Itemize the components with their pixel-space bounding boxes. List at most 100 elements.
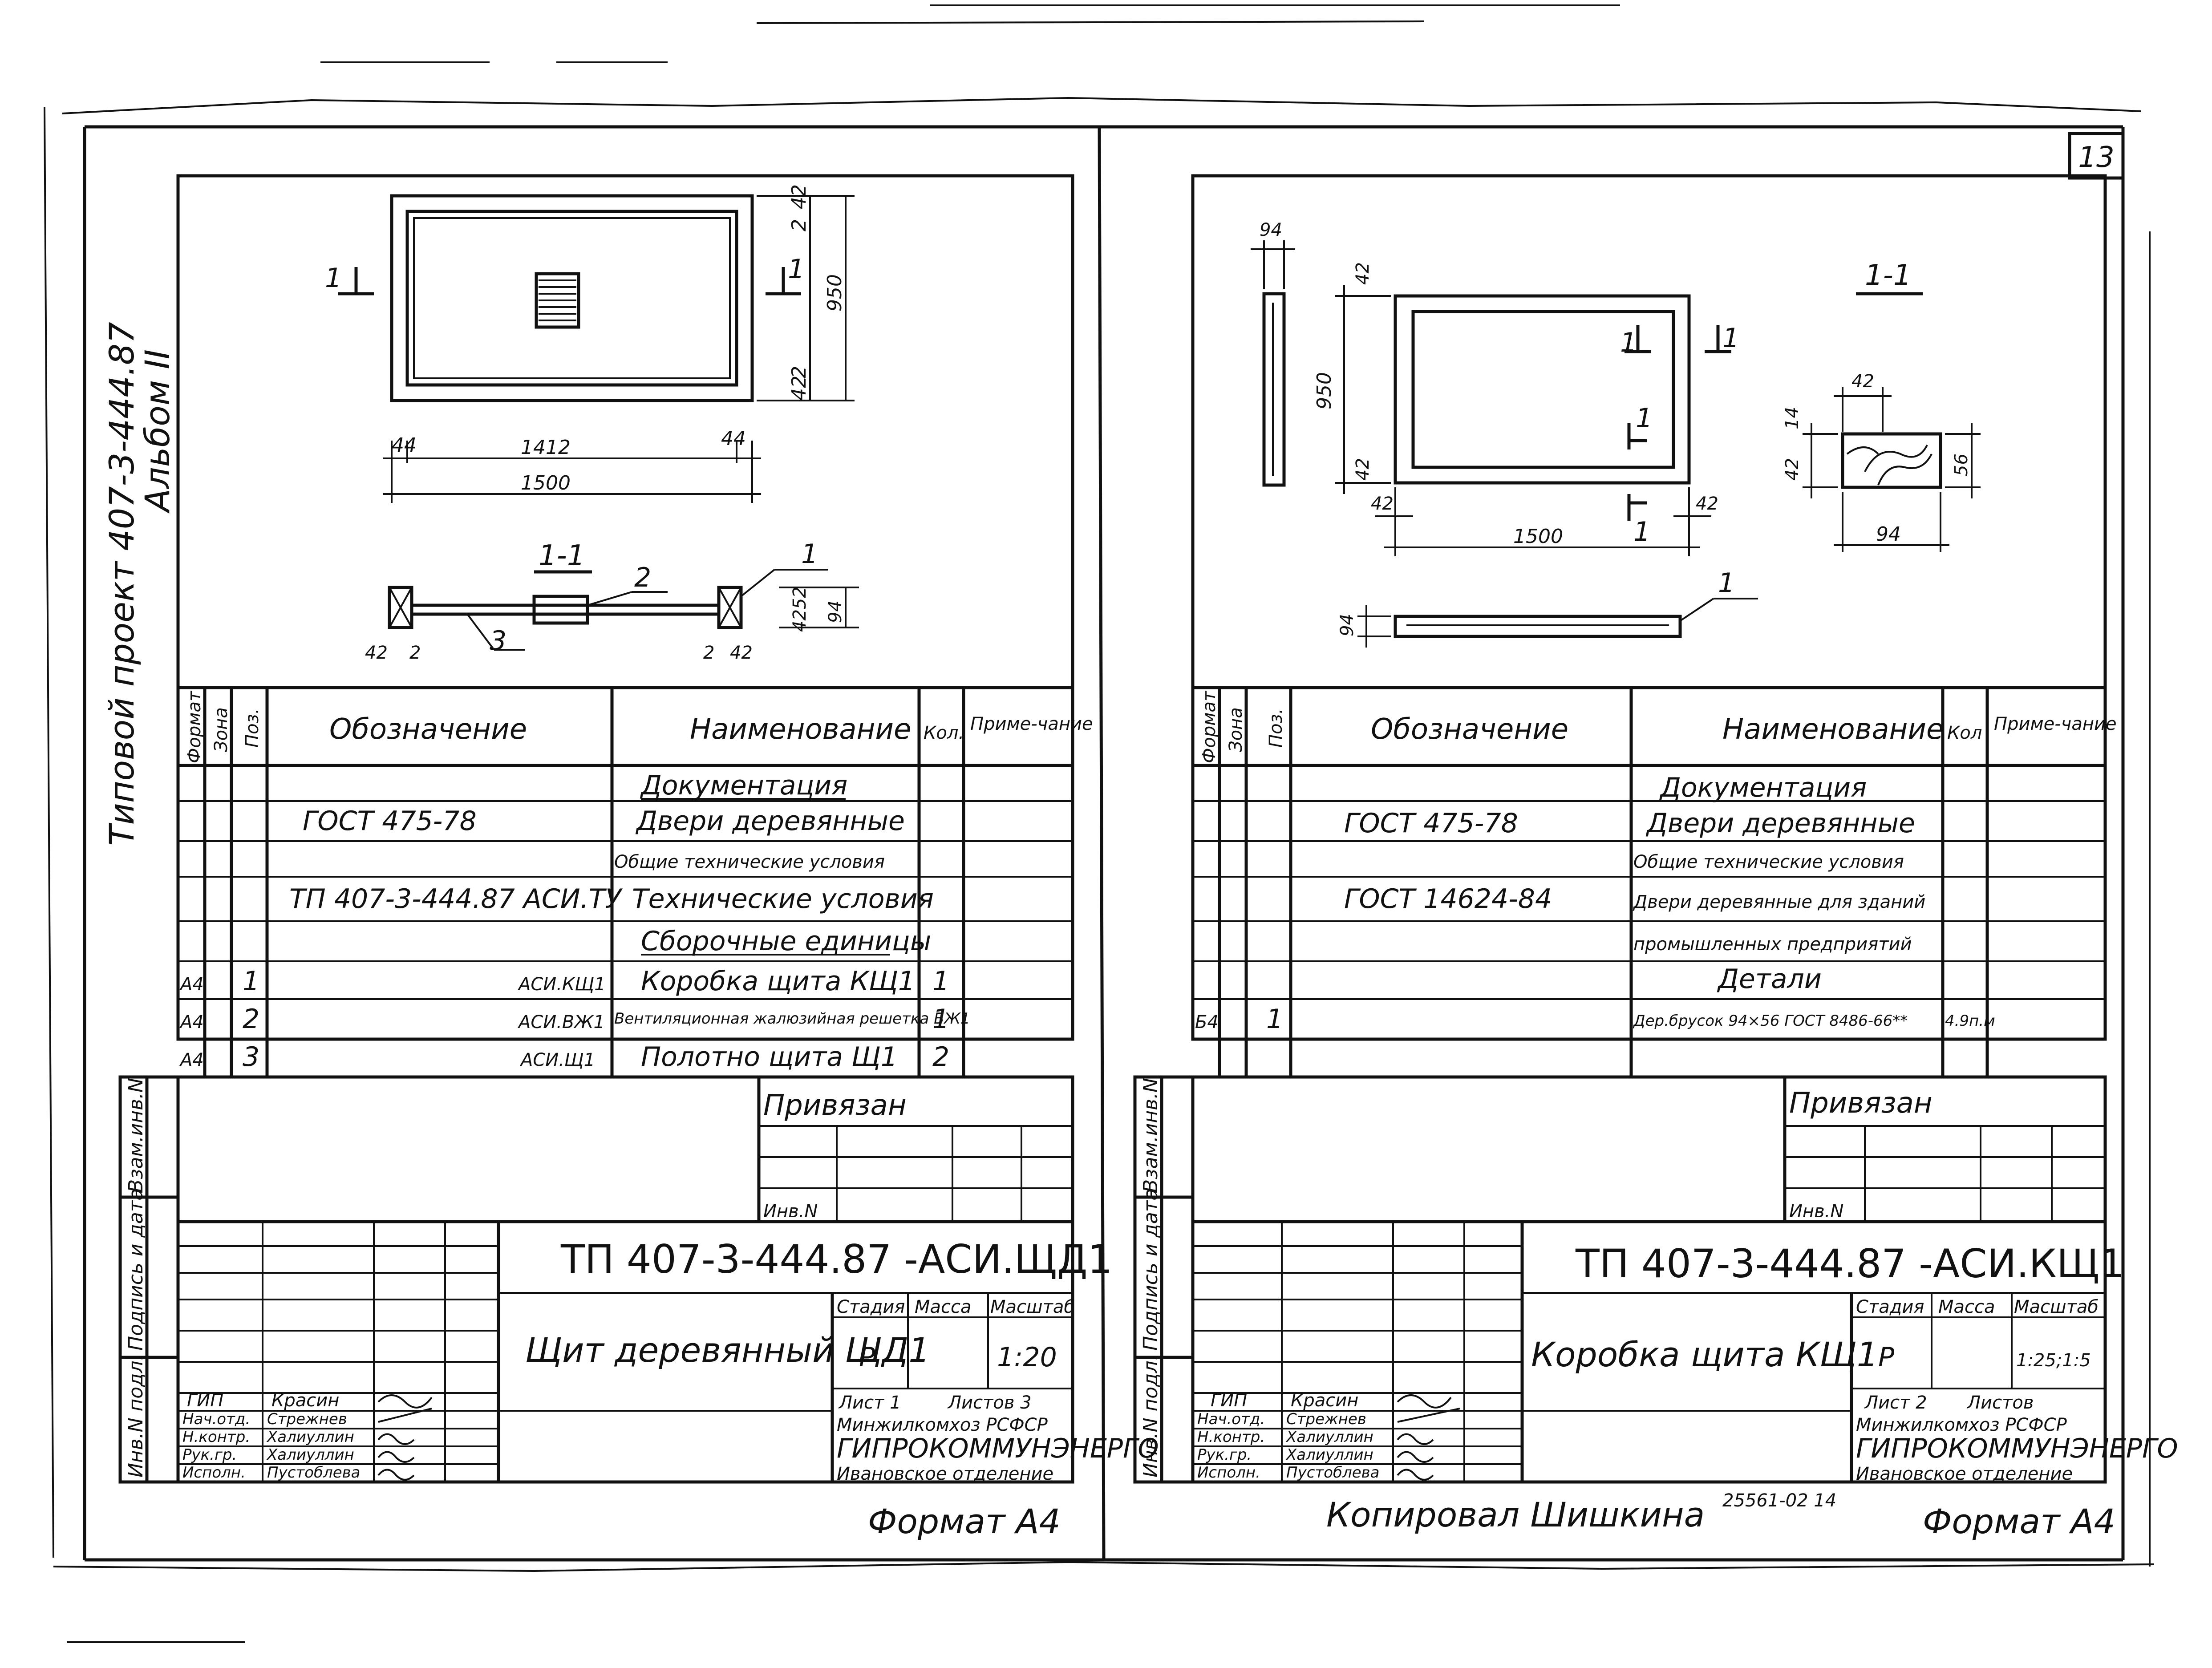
dim-42-left: 42 [1371,494,1394,514]
row-qty: 1 [932,966,949,997]
dim-950: 950 [823,274,846,312]
row-name: Дер.брусок 94×56 ГОСТ 8486-66** [1633,1012,1908,1030]
doc-code: ТП 407-3-444.87 -АСИ.ЩД1 [560,1236,1112,1282]
row-name: промышленных предприятий [1633,934,1912,955]
left-title-block: Привязан Инв.N ТП 407-3-444.87 -АСИ.ЩД1 … [176,1075,1159,1484]
hdr-format: Формат [184,690,205,763]
stamp-vzam-inv: Взам.инв.N [1139,1078,1162,1193]
row-name: Детали [1717,964,1822,995]
hdr-designation: Обозначение [329,713,527,746]
scale-label: Масштаб [990,1297,1075,1317]
sheet-no: Лист 2 [1864,1393,1927,1413]
row-designation: АСИ.ВЖ1 [517,1012,605,1032]
scale-label: Масштаб [2014,1297,2099,1317]
privyazan-label: Привязан [763,1089,907,1122]
row-name: Документация [1659,772,1867,803]
hdr-pos: Поз. [1266,708,1286,748]
row-designation: ГОСТ 14624-84 [1344,883,1552,915]
dim-sec-94: 94 [1876,523,1901,546]
org-ministry: Минжилкомхоз РСФСР [837,1415,1048,1435]
row-pos: 1 [243,966,259,997]
sign-name: Стрежнев [267,1410,347,1428]
sign-name: Халиуллин [266,1428,354,1446]
scan-border [44,4,2155,1643]
page-number: 13 [2078,141,2114,174]
row-designation: ГОСТ 475-78 [1344,808,1518,839]
side-project-label: Типовой проект 407-3-444.87 Альбом II [102,322,177,846]
order-number: 25561-02 14 [1722,1490,1836,1511]
dim-42-bottom: 42 [1353,458,1373,481]
sign-name: Стрежнев [1286,1410,1366,1428]
sign-name: Халиуллин [1285,1446,1373,1464]
hdr-format: Формат [1199,690,1219,763]
stamp-sign-date: Подпись и дата [125,1189,147,1351]
signature-scribble [1397,1408,1460,1423]
right-spec-table: Формат Зона Поз. Обозначение Наименовани… [1193,686,2117,1077]
copied-by: Копировал Шишкина [1326,1495,1705,1534]
row-pos: 2 [243,1004,259,1035]
doc-title: Щит деревянный ЩД1 [525,1330,930,1370]
dim-sec-42-right: 42 [730,643,753,663]
signature-scribble [377,1394,433,1409]
sheet-count: Листов [1966,1393,2034,1413]
sign-name: Пустоблева [1286,1464,1379,1482]
dim-42-bottom: 42 [788,376,810,401]
row-qty: 1 [932,1004,949,1035]
dim-sec-42-top: 42 [1851,371,1874,392]
dim-42-top: 42 [1353,262,1373,285]
row-name: Коробка щита КЩ1 [641,966,915,997]
inv-no-label: Инв.N [1789,1201,1843,1222]
signature-scribble [377,1433,415,1445]
row-name: Технические условия [632,883,934,915]
row-format: А4 [179,1012,204,1032]
row-name: Двери деревянные [635,806,905,837]
cut-mark-d: 1 [1633,516,1650,547]
left-spec-table: Формат Зона Поз. Обозначение Наименовани… [178,686,1093,1077]
row-qty: 2 [932,1041,949,1073]
row-name: Двери деревянные [1645,808,1915,839]
org-branch: Ивановское отделение [837,1464,1053,1484]
dim-sec-14: 14 [1782,407,1803,429]
signature-scribble [1397,1469,1434,1481]
dim-sec-42-left: 42 [1782,458,1803,481]
doc-code: ТП 407-3-444.87 -АСИ.КЩ1 [1575,1241,2124,1287]
sign-role: Рук.гр. [182,1446,237,1464]
doc-title: Коробка щита КЩ1 [1531,1335,1878,1374]
row-name: Вентиляционная жалюзийная решетка ВЖ1 [614,1010,970,1028]
sign-role: Рук.гр. [1197,1446,1252,1464]
stage-label: Стадия [1856,1297,1924,1317]
dim-sec-2-left: 2 [409,643,421,663]
row-name: Общие технические условия [614,852,885,872]
dim-sec-94: 94 [825,600,846,623]
row-name: Двери деревянные для зданий [1633,892,1925,912]
left-side-stamp: Инв.N подл. Подпись и дата Взам.инв.N [118,1075,180,1484]
inner-frame [83,125,2125,1562]
signature-scribble [1397,1394,1452,1409]
cut-mark-a: 1 [1620,327,1637,358]
sign-role: Н.контр. [182,1428,250,1446]
album-label: Альбом II [138,349,177,514]
format-footer: Формат А4 [1923,1502,2115,1541]
sign-name: Халиуллин [1285,1428,1373,1446]
right-front-view: 950 42 42 42 1500 42 1 1 1 1 [1313,262,1739,556]
dim-2-bottom: 2 [788,366,810,378]
stamp-inv-podl: Инв.N подл. [125,1354,147,1478]
sign-role: ГИП [187,1390,223,1411]
row-qty: 4.9п.м [1945,1012,1995,1030]
right-side-stamp: Инв.N подл. Подпись и дата Взам.инв.N [1133,1075,1195,1484]
row-designation: ТП 407-3-444.87 АСИ.ТУ [289,883,623,915]
stamp-vzam-inv: Взам.инв.N [125,1078,147,1193]
right-bottom-plank: 94 1 [1337,567,1758,648]
right-sheet: 94 950 42 42 42 1500 42 1 1 [1133,174,2178,1541]
org-ministry: Минжилкомхоз РСФСР [1856,1415,2067,1435]
dim-1500: 1500 [1513,525,1563,548]
sheet-no: Лист 1 [838,1393,901,1413]
callout-2: 2 [634,562,651,593]
callout-1: 1 [1718,567,1735,599]
sign-role: ГИП [1211,1390,1247,1411]
dim-sec-2-right: 2 [703,643,714,663]
sign-name: Красин [1291,1390,1358,1411]
dim-bot-94: 94 [1337,614,1357,636]
left-sheet: 1 1 950 2 42 2 42 44 1412 44 1500 [118,174,1159,1541]
dim-44-left: 44 [392,434,417,457]
